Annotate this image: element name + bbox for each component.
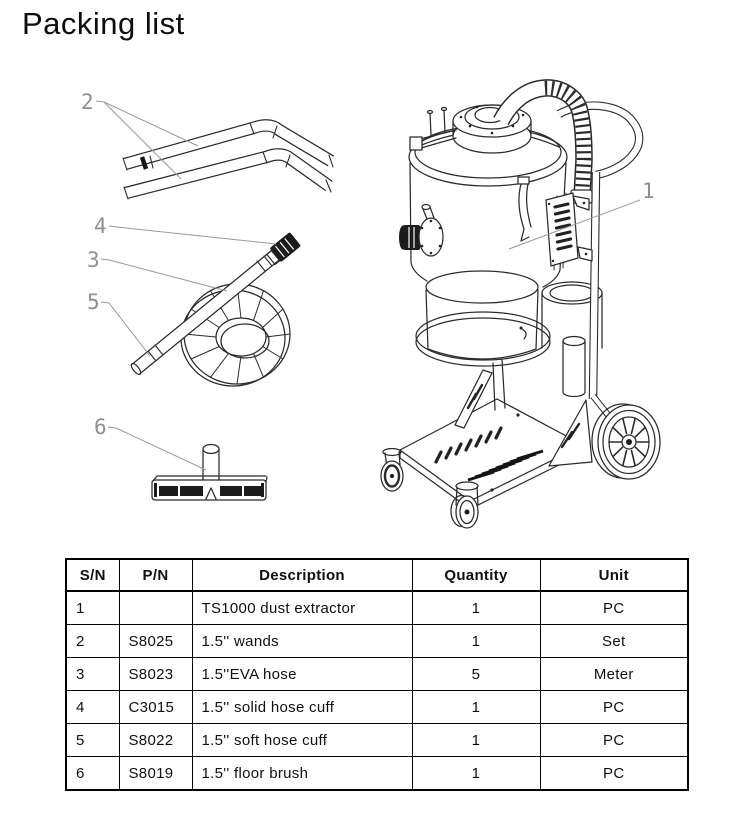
table-row: 1 TS1000 dust extractor 1 PC bbox=[65, 590, 689, 625]
callout-3-label: 3 bbox=[87, 248, 100, 272]
column-header-pn: P/N bbox=[118, 558, 193, 592]
table-row: 3 S8023 1.5''EVA hose 5 Meter bbox=[65, 657, 689, 691]
cell-unit: PC bbox=[539, 756, 689, 791]
dust-extractor-drawing bbox=[380, 79, 661, 529]
cell-description: TS1000 dust extractor bbox=[191, 590, 413, 625]
cell-unit: Set bbox=[539, 624, 689, 658]
parts-diagram: 1 2 3 4 5 6 bbox=[81, 79, 661, 529]
cell-quantity: 1 bbox=[411, 624, 541, 658]
table-header-row: S/N P/N Description Quantity Unit bbox=[65, 558, 689, 592]
callout-4-label: 4 bbox=[94, 214, 107, 238]
cell-sn: 5 bbox=[65, 723, 120, 757]
floor-brush-drawing bbox=[151, 443, 268, 501]
callout-leaders bbox=[95, 100, 641, 471]
cell-sn: 6 bbox=[65, 756, 120, 791]
table-row: 4 C3015 1.5'' solid hose cuff 1 PC bbox=[65, 690, 689, 724]
callout-5-label: 5 bbox=[87, 290, 100, 314]
column-header-quantity: Quantity bbox=[411, 558, 541, 592]
cell-unit: PC bbox=[539, 590, 689, 625]
cell-description: 1.5'' floor brush bbox=[191, 756, 413, 791]
cell-sn: 1 bbox=[65, 590, 120, 625]
cell-sn: 3 bbox=[65, 657, 120, 691]
cell-unit: PC bbox=[539, 690, 689, 724]
cell-quantity: 5 bbox=[411, 657, 541, 691]
callout-1-label: 1 bbox=[642, 179, 655, 203]
cell-quantity: 1 bbox=[411, 590, 541, 625]
cell-description: 1.5'' solid hose cuff bbox=[191, 690, 413, 724]
column-header-sn: S/N bbox=[65, 558, 120, 592]
column-header-unit: Unit bbox=[539, 558, 689, 592]
cell-quantity: 1 bbox=[411, 756, 541, 791]
cell-pn: S8023 bbox=[118, 657, 193, 691]
callout-6-label: 6 bbox=[94, 415, 107, 439]
table-row: 6 S8019 1.5'' floor brush 1 PC bbox=[65, 756, 689, 791]
cell-quantity: 1 bbox=[411, 690, 541, 724]
cell-unit: Meter bbox=[539, 657, 689, 691]
cell-pn: S8019 bbox=[118, 756, 193, 791]
table-row: 2 S8025 1.5'' wands 1 Set bbox=[65, 624, 689, 658]
hose-assembly-drawing bbox=[130, 232, 301, 387]
cell-quantity: 1 bbox=[411, 723, 541, 757]
cell-description: 1.5'' soft hose cuff bbox=[191, 723, 413, 757]
table-row: 5 S8022 1.5'' soft hose cuff 1 PC bbox=[65, 723, 689, 757]
wands-drawing bbox=[122, 119, 335, 200]
cell-pn: C3015 bbox=[118, 690, 193, 724]
cell-description: 1.5''EVA hose bbox=[191, 657, 413, 691]
cell-sn: 4 bbox=[65, 690, 120, 724]
callout-2-label: 2 bbox=[81, 90, 94, 114]
cell-pn bbox=[118, 590, 193, 625]
page-title: Packing list bbox=[22, 6, 185, 41]
cell-description: 1.5'' wands bbox=[191, 624, 413, 658]
packing-table: S/N P/N Description Quantity Unit 1 TS10… bbox=[65, 558, 689, 791]
cell-sn: 2 bbox=[65, 624, 120, 658]
cell-pn: S8022 bbox=[118, 723, 193, 757]
column-header-description: Description bbox=[191, 558, 413, 592]
cell-pn: S8025 bbox=[118, 624, 193, 658]
cell-unit: PC bbox=[539, 723, 689, 757]
